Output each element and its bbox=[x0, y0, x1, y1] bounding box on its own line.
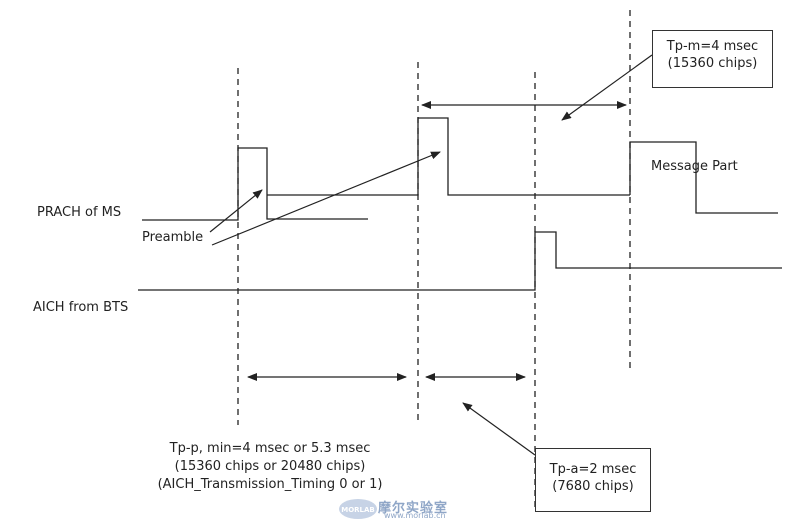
tpm-line1: Tp-m=4 msec bbox=[666, 39, 759, 54]
tpp-line3: (AICH_Transmission_Timing 0 or 1) bbox=[157, 477, 383, 492]
tpp-line2: (15360 chips or 20480 chips) bbox=[174, 459, 366, 474]
tpp-line1: Tp-p, min=4 msec or 5.3 msec bbox=[169, 441, 371, 456]
tpm-box: Tp-m=4 msec (15360 chips) bbox=[652, 30, 773, 88]
preamble-arrow-2 bbox=[211, 151, 441, 246]
aich-waveform bbox=[138, 231, 782, 291]
tpa-box: Tp-a=2 msec (7680 chips) bbox=[535, 448, 651, 512]
dashed-reference-lines bbox=[237, 10, 631, 512]
prach-second-preamble bbox=[267, 117, 630, 196]
prach-waveform bbox=[142, 147, 368, 221]
prach-message-part bbox=[629, 141, 778, 214]
tpa-callout-arrow bbox=[462, 402, 536, 456]
watermark-text: 摩尔实验室 bbox=[378, 501, 449, 516]
watermark-logo-icon: MORLAB bbox=[339, 499, 377, 519]
tpa-line1: Tp-a=2 msec bbox=[549, 462, 637, 477]
tpa-line2: (7680 chips) bbox=[552, 479, 634, 494]
watermark-url: www.morlab.cn bbox=[384, 511, 446, 520]
watermark-logo-text: MORLAB bbox=[341, 506, 375, 514]
prach-label: PRACH of MS bbox=[37, 205, 122, 220]
tpm-callout-arrow bbox=[561, 54, 653, 121]
preamble-label: Preamble bbox=[142, 230, 204, 245]
tpp-text-block: Tp-p, min=4 msec or 5.3 msec (15360 chip… bbox=[130, 440, 410, 494]
tpm-line2: (15360 chips) bbox=[667, 56, 758, 71]
message-part-label: Message Part bbox=[651, 159, 738, 174]
watermark: MORLAB 摩尔实验室 www.morlab.cn bbox=[338, 497, 488, 521]
aich-label: AICH from BTS bbox=[33, 300, 129, 315]
preamble-arrow-1 bbox=[209, 189, 263, 233]
